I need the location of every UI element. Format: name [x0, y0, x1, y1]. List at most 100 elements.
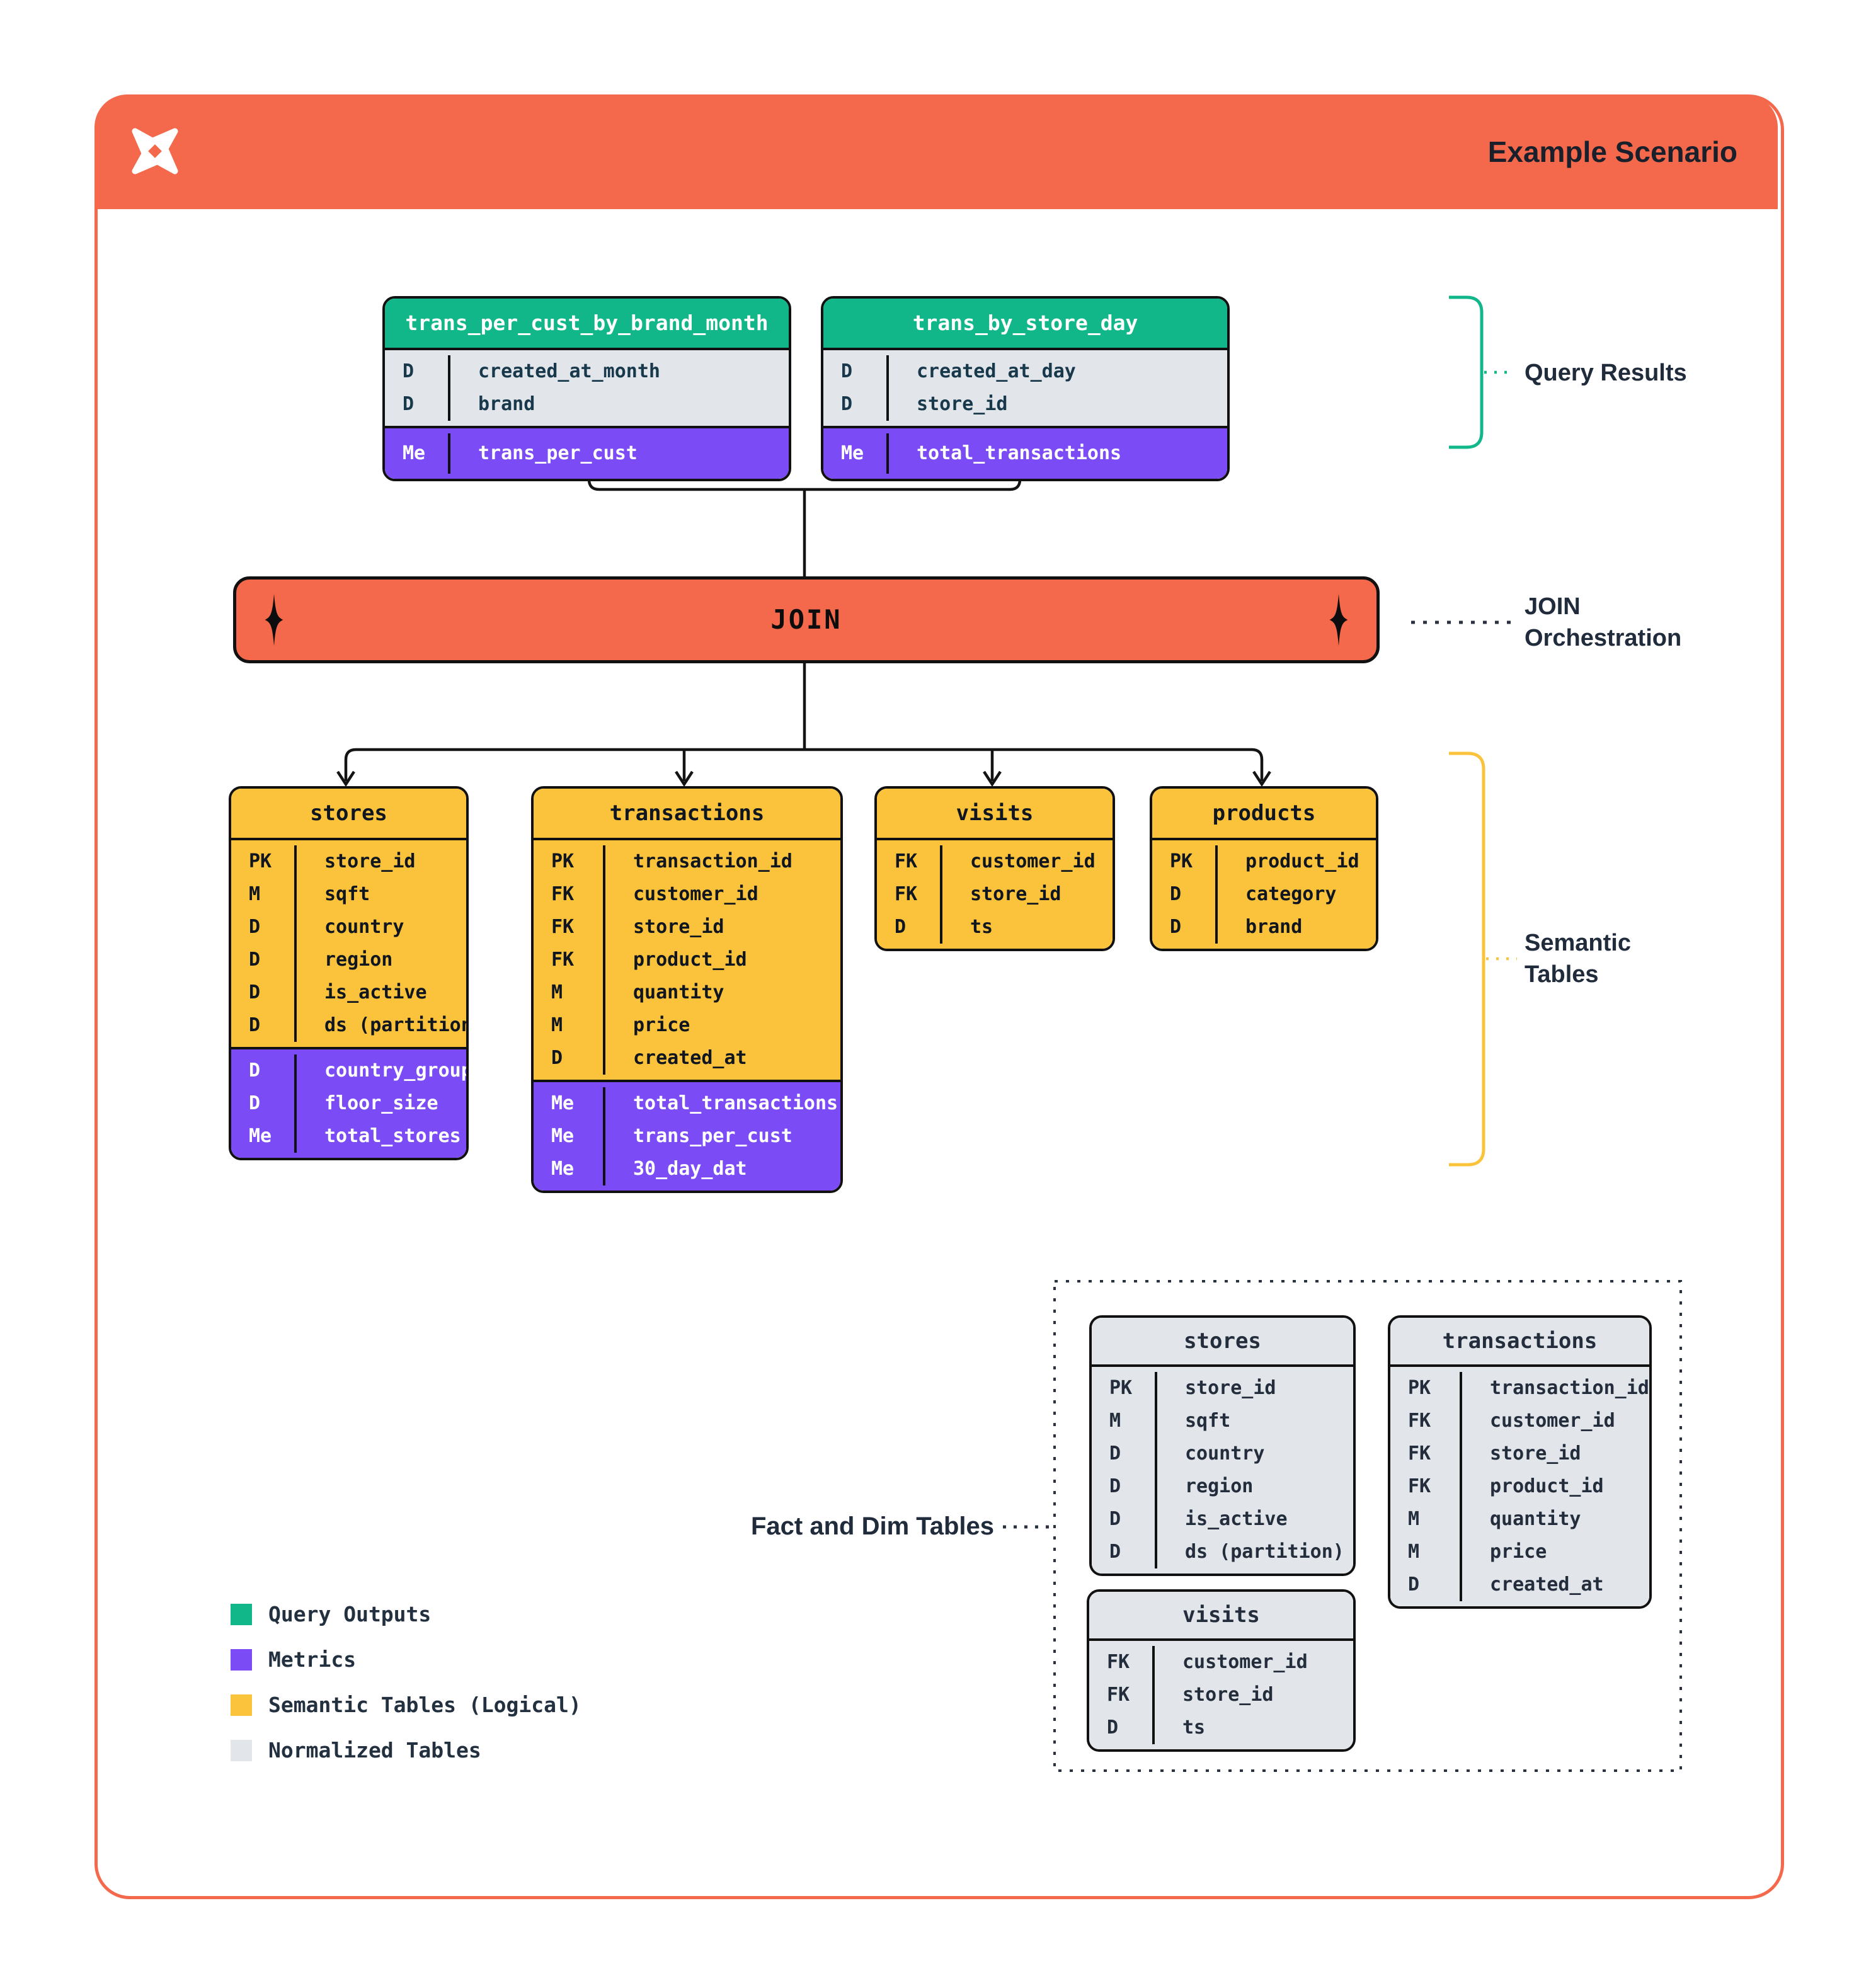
- semantic-tables-label: Semantic Tables: [1525, 927, 1631, 990]
- field-key: D: [1092, 1470, 1157, 1503]
- field-name: customer_id: [1490, 1410, 1615, 1432]
- card-header: Example Scenario: [94, 94, 1778, 209]
- field-name: country: [1185, 1442, 1265, 1465]
- field-key: M: [231, 878, 297, 911]
- field-name: 30_day_dat: [633, 1158, 747, 1180]
- semantic-tables-line2: Tables: [1525, 961, 1599, 988]
- field-name: store_id: [1490, 1442, 1581, 1465]
- table-title: visits: [877, 789, 1113, 840]
- field-name: transaction_id: [1490, 1377, 1649, 1399]
- normalized-tables-swatch: [231, 1740, 252, 1761]
- table-row: PK product_id: [1152, 845, 1376, 878]
- join-orchestration-line2: Orchestration: [1525, 625, 1682, 651]
- field-name: quantity: [1490, 1508, 1581, 1530]
- field-key: M: [534, 976, 605, 1009]
- field-key: D: [823, 388, 889, 421]
- field-key: Me: [231, 1120, 297, 1153]
- legend-label: Query Outputs: [268, 1602, 432, 1626]
- field-name: ts: [1182, 1717, 1206, 1739]
- field-key: D: [231, 944, 297, 976]
- field-name: customer_id: [633, 883, 758, 905]
- field-key: PK: [1092, 1372, 1157, 1405]
- table-title: stores: [231, 789, 466, 840]
- field-key: FK: [1390, 1405, 1462, 1437]
- field-name: country_group: [324, 1060, 469, 1082]
- field-key: PK: [1390, 1372, 1462, 1405]
- field-key: FK: [1390, 1470, 1462, 1503]
- field-name: store_id: [1182, 1684, 1274, 1706]
- field-name: created_at_day: [917, 360, 1076, 382]
- legend-item-metrics: Metrics: [231, 1647, 581, 1672]
- table-row: FK customer_id: [1089, 1646, 1353, 1679]
- field-name: created_at: [1490, 1574, 1604, 1596]
- field-name: ts: [970, 916, 993, 938]
- table-row: FK customer_id: [1390, 1405, 1649, 1437]
- field-key: Me: [534, 1153, 605, 1185]
- field-name: created_at: [633, 1047, 747, 1069]
- field-key: FK: [1089, 1646, 1155, 1679]
- field-name: ds (partition): [324, 1014, 469, 1036]
- field-name: sqft: [1185, 1410, 1231, 1432]
- field-key: D: [231, 976, 297, 1009]
- field-name: is_active: [1185, 1508, 1288, 1530]
- field-key: FK: [877, 845, 942, 878]
- field-name: total_stores: [324, 1125, 461, 1147]
- field-name: trans_per_cust: [478, 442, 638, 464]
- join-orchestration-label: JOIN Orchestration: [1525, 591, 1681, 654]
- field-key: M: [534, 1009, 605, 1042]
- sparkle-diamond-icon: [1329, 593, 1348, 646]
- field-key: D: [385, 388, 450, 421]
- field-key: PK: [1152, 845, 1218, 878]
- table-title: transactions: [1390, 1318, 1649, 1367]
- field-name: product_id: [1245, 850, 1359, 872]
- field-name: total_transactions: [917, 442, 1122, 464]
- legend-label: Normalized Tables: [268, 1738, 481, 1762]
- fact-dim-tables-label: Fact and Dim Tables: [750, 1512, 994, 1540]
- field-key: FK: [534, 878, 605, 911]
- field-name: store_id: [1185, 1377, 1276, 1399]
- table-row: PK transaction_id: [1390, 1372, 1649, 1405]
- field-name: brand: [1245, 916, 1303, 938]
- sparkle-diamond-icon: [265, 593, 283, 646]
- field-key: D: [1092, 1437, 1157, 1470]
- field-key: D: [1089, 1711, 1155, 1744]
- field-key: D: [1152, 878, 1218, 911]
- field-key: FK: [1390, 1437, 1462, 1470]
- field-name: country: [324, 916, 404, 938]
- field-name: price: [633, 1014, 690, 1036]
- table-row: PK store_id: [1092, 1372, 1353, 1405]
- field-key: M: [1390, 1503, 1462, 1536]
- field-name: customer_id: [1182, 1651, 1308, 1673]
- field-key: D: [231, 1009, 297, 1042]
- semantic-tables-swatch: [231, 1694, 252, 1716]
- field-key: D: [231, 1054, 297, 1087]
- field-key: M: [1092, 1405, 1157, 1437]
- field-name: ds (partition): [1185, 1541, 1344, 1563]
